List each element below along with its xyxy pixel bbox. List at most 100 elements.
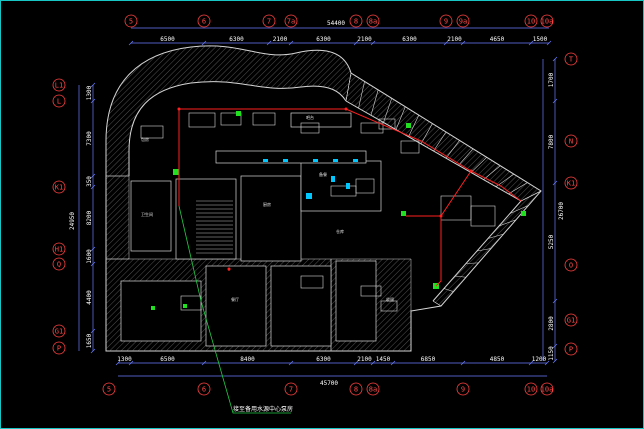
dim-tick: [370, 40, 376, 46]
dim-bottom-segment: 1300: [117, 356, 132, 363]
axis-bubble-circle: [124, 14, 138, 28]
dim-top-segment: 6300: [316, 36, 331, 43]
fixture-cyan: [283, 159, 288, 162]
fixture-green: [521, 211, 526, 216]
axis-right-O: O: [564, 258, 578, 272]
dim-top-segment: 2100: [357, 36, 372, 43]
room-label: 厨房: [263, 201, 271, 207]
axis-bubble-label: 8: [354, 386, 358, 394]
fixture-cyan: [306, 193, 312, 199]
dim-tick: [390, 360, 396, 366]
wall-segment-line: [487, 233, 504, 239]
dim-tick: [353, 360, 359, 366]
axis-bubble-circle: [540, 14, 554, 28]
dim-tick: [201, 40, 207, 46]
wall-segment-line: [358, 81, 365, 109]
axis-bubble-label: P: [57, 345, 61, 353]
axis-bubble-label: 8a: [369, 386, 377, 394]
dim-tick: [288, 360, 294, 366]
fixture-green: [236, 111, 241, 116]
axis-left-P: P: [52, 341, 66, 355]
dim-tick: [460, 360, 466, 366]
axis-bubble-circle: [197, 14, 211, 28]
axis-bubble-circle: [262, 14, 276, 28]
dim-left-segment: 1600: [86, 249, 93, 264]
axis-bubble-label: 6: [202, 18, 206, 26]
axis-bubble-label: H1: [55, 246, 63, 254]
dim-left-segment: 1650: [86, 333, 93, 348]
axis-bubble-circle: [52, 180, 66, 194]
dim-left-total: 24950: [69, 212, 76, 230]
axis-bubble-circle: [564, 52, 578, 66]
axis-bubble-circle: [564, 258, 578, 272]
dim-right-segment: 1700: [548, 72, 555, 87]
dim-tick: [552, 56, 558, 62]
axis-bottom-6: 6: [197, 382, 211, 396]
axis-bubble-label: N: [569, 138, 573, 146]
fixture-green: [401, 211, 406, 216]
pipe-node: [469, 169, 473, 173]
room-toilet-block: [130, 180, 172, 252]
dim-left-segment: 7300: [86, 131, 93, 146]
axis-bubble-label: 10a: [541, 386, 554, 394]
dim-top-segment: 6300: [402, 36, 417, 43]
axis-bottom-5: 5: [102, 382, 116, 396]
wall-segment-line: [483, 165, 501, 180]
axis-bubble-circle: [366, 14, 380, 28]
wall-segment-line: [420, 123, 433, 145]
dim-tick: [201, 360, 207, 366]
pipe-node: [177, 107, 181, 111]
axis-bubble-label: 5: [107, 386, 111, 394]
table: [180, 295, 202, 311]
axis-bubble-label: O: [569, 262, 573, 270]
axis-left-G1: G1: [52, 324, 66, 338]
axis-left-H1: H1: [52, 242, 66, 256]
dim-left-segment: 1300: [86, 85, 93, 100]
dim-tick: [552, 343, 558, 349]
fixture-green: [183, 304, 187, 308]
room-stair: [175, 178, 237, 260]
axis-bubble-circle: [52, 324, 66, 338]
room-label: 收银: [386, 296, 394, 302]
pipe-branch-diagonal: [435, 170, 472, 287]
wall-segment-line: [508, 182, 528, 195]
dim-top-segment: 6500: [160, 36, 175, 43]
room-lower-mid: [205, 265, 267, 347]
dim-top-total: 54400: [327, 20, 345, 27]
axis-bubble-circle: [456, 14, 470, 28]
wall-segment-line: [476, 248, 492, 252]
axis-bubble-circle: [524, 14, 538, 28]
axis-bubble-circle: [439, 14, 453, 28]
axis-bubble-label: K1: [55, 184, 63, 192]
dim-tick: [552, 298, 558, 304]
table: [440, 195, 472, 221]
dim-tick: [90, 246, 96, 252]
axis-bubble-circle: [456, 382, 470, 396]
axis-bubble-label: 10: [527, 386, 535, 394]
axis-left-L1: L1: [52, 78, 66, 92]
annotation-text: 接至备用水源中心泵房: [233, 405, 293, 413]
dim-tick: [544, 360, 550, 366]
axis-bottom-10: 10: [524, 382, 538, 396]
axis-top-9a: 9a: [456, 14, 470, 28]
dimension-lines: [78, 27, 556, 377]
axis-bubble-circle: [52, 341, 66, 355]
dim-bottom-segment: 4850: [490, 356, 505, 363]
wall-segment-line: [445, 140, 460, 159]
axis-top-8: 8: [349, 14, 363, 28]
table: [300, 275, 324, 289]
stair-treads: [196, 200, 233, 254]
axis-right-N: N: [564, 134, 578, 148]
fixture-cyan: [346, 183, 350, 189]
axis-left-Q: Q: [52, 257, 66, 271]
dim-tick: [370, 360, 376, 366]
dim-tick: [552, 358, 558, 364]
axis-bubble-label: 9: [444, 18, 448, 26]
dim-tick: [552, 98, 558, 104]
axis-bottom-9: 9: [456, 382, 470, 396]
table: [355, 178, 375, 194]
axis-bubble-circle: [102, 382, 116, 396]
